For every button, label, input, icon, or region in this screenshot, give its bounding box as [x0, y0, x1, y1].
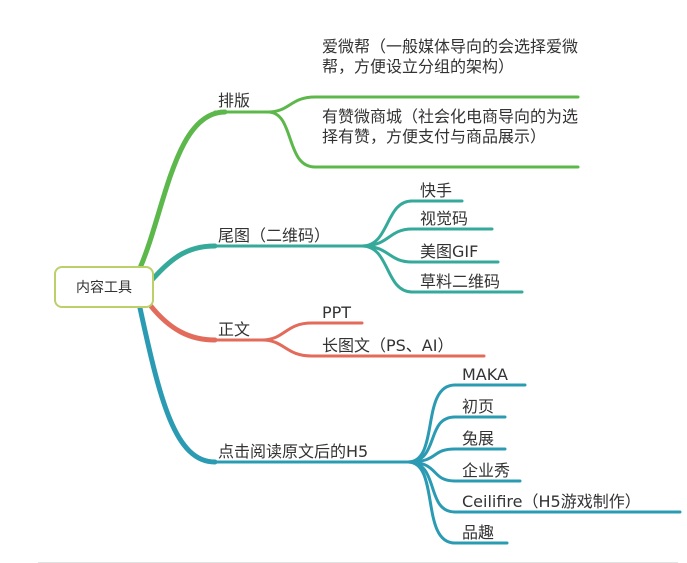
connector-body-to-changtuwen	[260, 338, 314, 358]
branch-layout-connectors	[137, 95, 580, 271]
branch-footer-connectors	[147, 199, 524, 294]
leaf-meitu-gif: 美图GIF	[420, 242, 479, 261]
leaf-maka: MAKA	[462, 365, 508, 384]
leaf-kuaishou: 快手	[420, 181, 453, 200]
leaf-tuzhan: 兔展	[462, 429, 495, 448]
connector-root-to-h5	[137, 305, 218, 465]
branch-body-connectors	[147, 302, 486, 358]
leaf-aiweibang: 爱微帮（一般媒体导向的会选择爱微帮，方便设立分组的架构）	[322, 37, 579, 76]
root-label: 内容工具	[76, 280, 132, 296]
leaf-shijuema: 视觉码	[420, 209, 469, 228]
connector-footer-to-caoliao	[360, 244, 414, 294]
connector-layout-to-aiweibang	[266, 95, 317, 114]
branch-label-footer: 尾图（二维码）	[218, 226, 331, 245]
connector-body-to-ppt	[260, 321, 314, 342]
leaf-qiyexiu: 企业秀	[462, 461, 511, 480]
connector-root-to-layout	[137, 109, 228, 271]
leaf-caoliao: 草料二维码	[420, 272, 501, 291]
connector-root-to-footer	[147, 243, 218, 285]
branch-h5-connectors	[137, 305, 682, 545]
root-node: 内容工具	[54, 266, 154, 308]
branch-label-body: 正文	[218, 320, 251, 339]
leaf-ppt: PPT	[322, 303, 352, 322]
leaf-chuye: 初页	[462, 397, 495, 416]
leaf-pinqu: 品趣	[462, 523, 495, 542]
branch-label-h5: 点击阅读原文后的H5	[218, 442, 369, 461]
connector-root-to-body	[147, 302, 218, 343]
connector-layout-to-youzan	[266, 110, 317, 169]
leaf-ceilifire: Ceilifire（H5游戏制作）	[462, 492, 641, 511]
leaf-changtuwen: 长图文（PS、AI）	[322, 336, 454, 355]
connector-h5-to-pinqu	[406, 460, 457, 545]
branch-label-layout: 排版	[218, 91, 251, 110]
leaf-youzan: 有赞微商城（社会化电商导向的为选择有赞，方便支付与商品展示）	[322, 107, 579, 146]
